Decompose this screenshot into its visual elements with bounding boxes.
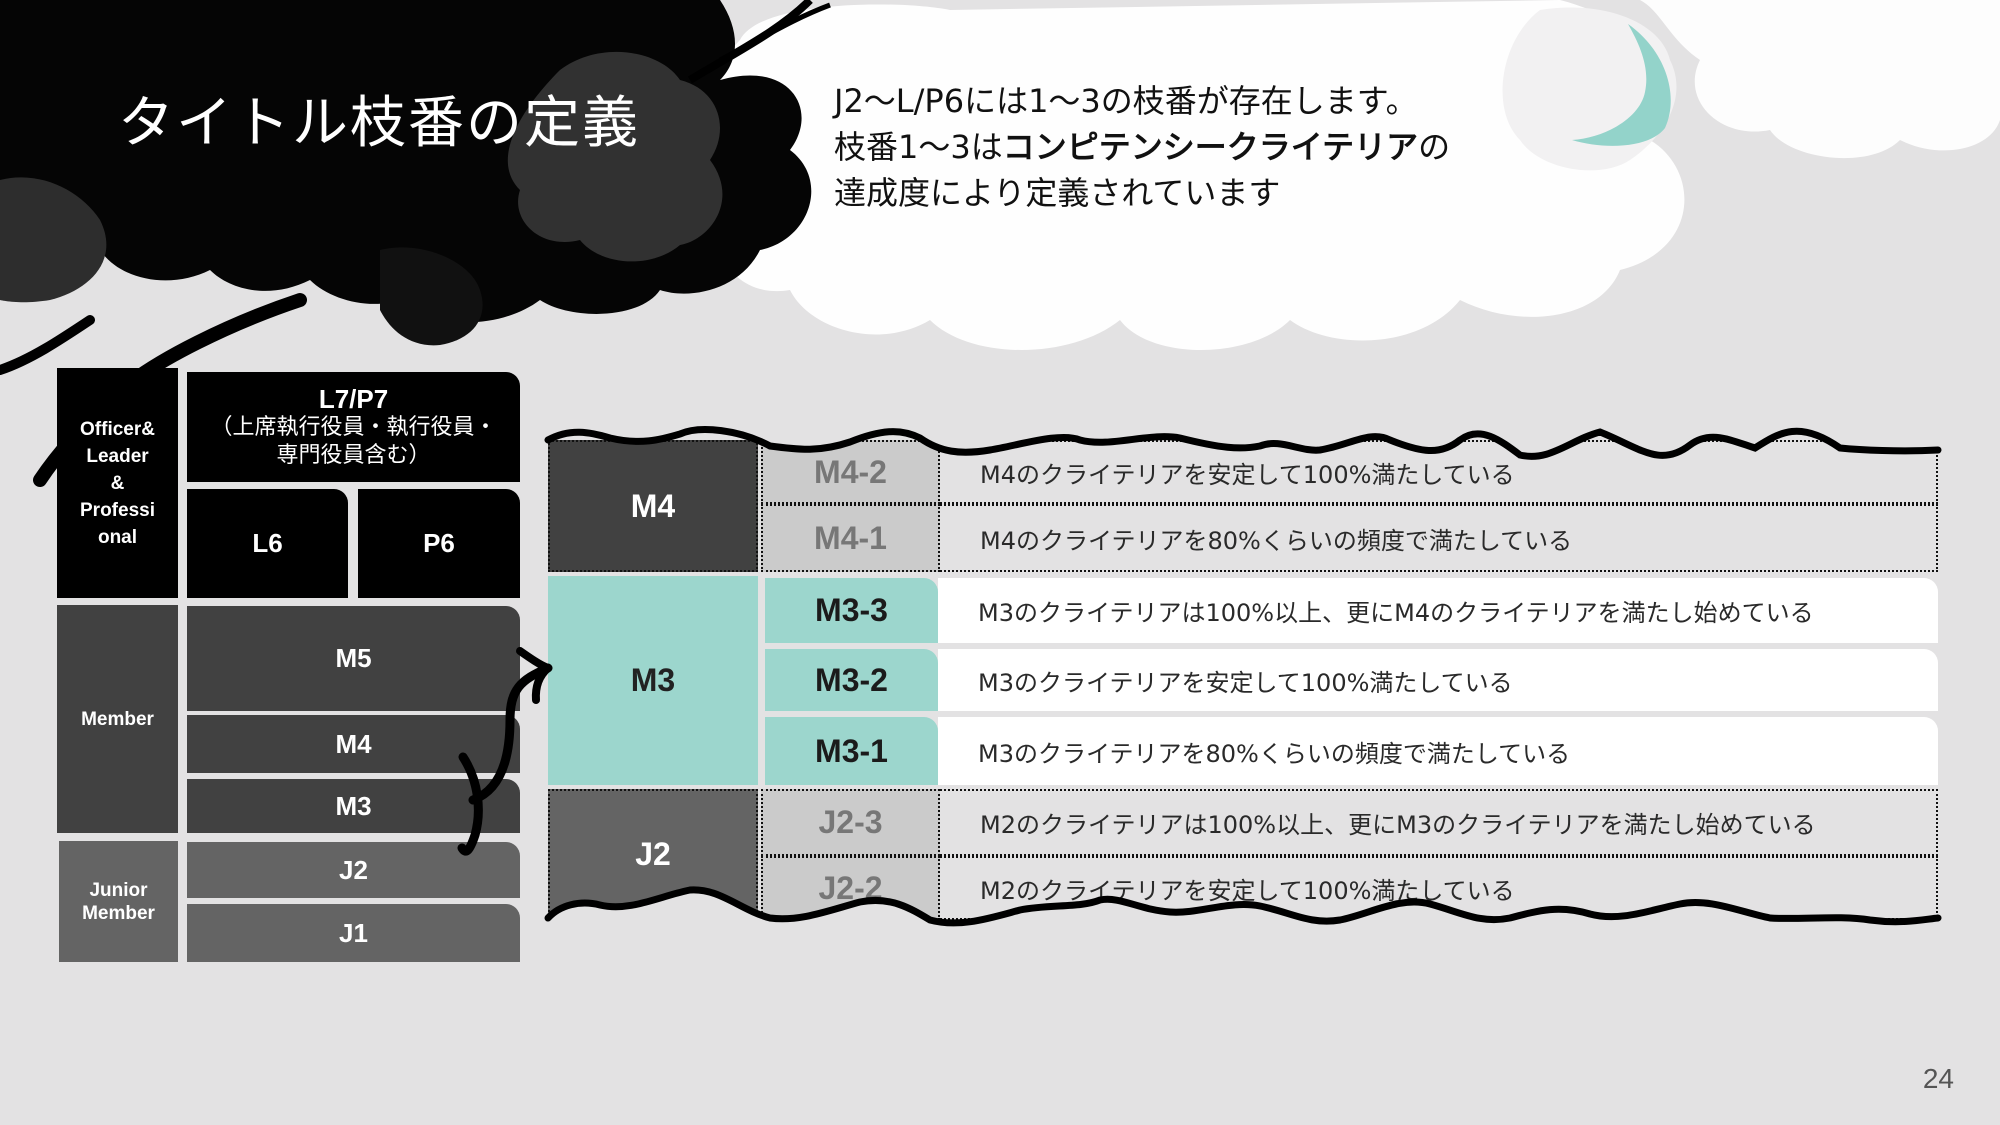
branch-code-m4-1: M4-1 xyxy=(761,504,940,572)
branch-description: M3のクライテリアを80%くらいの頻度で満たしている xyxy=(978,739,1571,768)
branch-code: J2-3 xyxy=(818,804,883,840)
category-label-line: Junior xyxy=(89,879,148,901)
level-label: M3 xyxy=(335,790,372,821)
branch-description: M4のクライテリアを安定して100%満たしている xyxy=(980,460,1515,489)
branch-code: M4-2 xyxy=(814,453,887,490)
category-label-line: onal xyxy=(97,526,138,548)
group-m3: M3 xyxy=(548,576,758,785)
level-label: L6 xyxy=(252,528,283,558)
branch-description: M4のクライテリアを80%くらいの頻度で満たしている xyxy=(980,526,1573,555)
level-j1: J1 xyxy=(187,904,520,962)
branch-desc-j2-3: M2のクライテリアは100%以上、更にM3のクライテリアを満たし始めている xyxy=(940,789,1938,856)
category-label-line: Professi xyxy=(80,499,155,521)
level-m5: M5 xyxy=(187,606,520,711)
branch-desc-m4-1: M4のクライテリアを80%くらいの頻度で満たしている xyxy=(940,504,1938,572)
level-label: J2 xyxy=(339,854,368,885)
level-p6: P6 xyxy=(358,489,520,598)
level-label: L7/P7 xyxy=(318,384,389,414)
level-l7-p7: L7/P7 （上席執行役員・執行役員・ 専門役員含む） xyxy=(187,372,520,482)
group-label: J2 xyxy=(635,836,671,872)
branch-desc-m4-2: M4のクライテリアを安定して100%満たしている xyxy=(940,440,1938,504)
level-label: J1 xyxy=(339,917,368,948)
group-m4: M4 xyxy=(548,440,758,572)
level-label: M4 xyxy=(335,728,372,759)
branch-code: M3-3 xyxy=(815,592,888,628)
category-junior-member: Junior Member xyxy=(59,841,178,962)
branch-desc-j2-2: M2のクライテリアを安定して100%満たしている xyxy=(940,856,1938,920)
branch-description: M3のクライテリアは100%以上、更にM4のクライテリアを満たし始めている xyxy=(978,599,1814,627)
intro-line-1: J2〜L/P6には1〜3の枝番が存在します。 xyxy=(834,82,1418,120)
level-sublabel: 専門役員含む） xyxy=(276,442,431,467)
branch-description: M2のクライテリアを安定して100%満たしている xyxy=(980,876,1515,905)
intro-line-3: 達成度により定義されています xyxy=(834,174,1281,212)
tree-illustration xyxy=(0,0,831,487)
group-label: M3 xyxy=(630,662,676,698)
level-label: M5 xyxy=(335,643,372,673)
page-title: タイトル枝番の定義 xyxy=(118,91,640,156)
level-m4: M4 xyxy=(187,715,520,773)
intro-line-2: 枝番1〜3はコンピテンシークライテリアの xyxy=(834,124,1450,170)
branch-code: M3-2 xyxy=(815,661,888,698)
cloud-illustration xyxy=(704,0,2000,350)
branch-code-m3-1: M3-1 xyxy=(765,717,938,785)
branch-code-j2-2: J2-2 xyxy=(761,856,940,920)
branch-code-m4-2: M4-2 xyxy=(761,440,940,504)
category-label-line: Officer& xyxy=(80,418,155,440)
category-label-line: Member xyxy=(82,902,155,924)
group-j2: J2 xyxy=(548,789,758,920)
intro-line-2-suffix: の xyxy=(1418,128,1451,166)
branch-code: M4-1 xyxy=(814,519,887,556)
branch-code: M3-1 xyxy=(815,732,888,769)
category-member: Member xyxy=(57,605,178,833)
category-label-line: & xyxy=(110,472,125,494)
branch-code-m3-3: M3-3 xyxy=(765,578,938,643)
category-label: Member xyxy=(81,708,154,730)
level-l6: L6 xyxy=(187,489,348,598)
branch-code: J2-2 xyxy=(818,869,883,906)
branch-description: M2のクライテリアは100%以上、更にM3のクライテリアを満たし始めている xyxy=(980,811,1816,839)
intro-emphasis: コンピテンシークライテリア xyxy=(1002,128,1419,166)
intro-line-2-prefix: 枝番1〜3は xyxy=(834,128,1003,166)
intro-text: J2〜L/P6には1〜3の枝番が存在します。 枝番1〜3はコンピテンシークライテ… xyxy=(834,78,1450,216)
branch-code-j2-3: J2-3 xyxy=(761,789,940,856)
category-officer-leader-professional: Officer& Leader & Professi onal xyxy=(57,368,178,598)
branch-desc-m3-1: M3のクライテリアを80%くらいの頻度で満たしている xyxy=(938,717,1938,785)
level-sublabel: （上席執行役員・執行役員・ xyxy=(210,414,497,439)
category-label-line: Leader xyxy=(86,445,149,467)
branch-desc-m3-3: M3のクライテリアは100%以上、更にM4のクライテリアを満たし始めている xyxy=(938,578,1938,643)
page-number: 24 xyxy=(1922,1063,1954,1094)
level-m3: M3 xyxy=(187,779,520,833)
moon-icon xyxy=(1572,24,1671,146)
level-label: P6 xyxy=(423,528,455,558)
level-j2: J2 xyxy=(187,842,520,898)
branch-desc-m3-2: M3のクライテリアを安定して100%満たしている xyxy=(938,649,1938,711)
branch-description: M3のクライテリアを安定して100%満たしている xyxy=(978,668,1513,697)
group-label: M4 xyxy=(630,487,676,524)
branch-code-m3-2: M3-2 xyxy=(765,649,938,711)
